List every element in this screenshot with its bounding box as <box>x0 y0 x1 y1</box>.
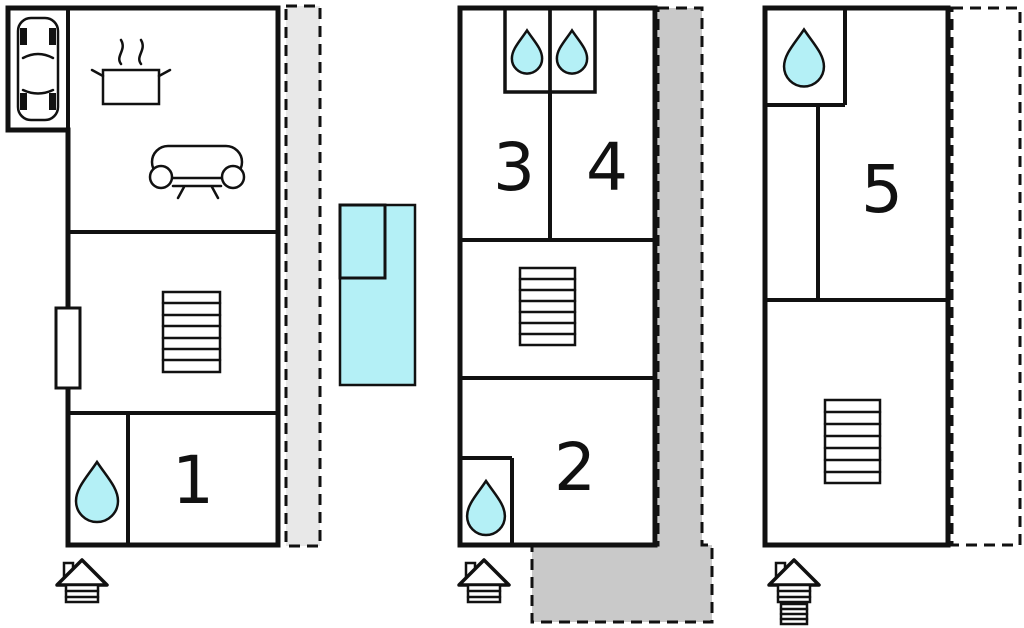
steps-icon <box>779 602 809 626</box>
shower-cabin <box>548 6 597 94</box>
room-label-1: 1 <box>172 442 214 519</box>
entrance-door <box>54 306 82 390</box>
room-label-5: 5 <box>861 151 903 228</box>
stove-pot-icon <box>90 38 172 106</box>
staircase-icon <box>161 290 222 374</box>
floor-plan-top: 5 <box>762 5 951 548</box>
house-entrance-icon <box>457 558 511 604</box>
house-entrance-icon <box>55 558 109 604</box>
house-entrance-icon <box>767 558 821 604</box>
room-label-2: 2 <box>554 429 596 506</box>
terrace-area-ground <box>284 4 322 548</box>
staircase-icon <box>518 266 577 347</box>
sofa-icon <box>148 144 246 200</box>
plunge-pool <box>338 203 417 387</box>
car-icon <box>16 16 60 122</box>
terrace-area-top <box>950 6 1022 547</box>
room-label-4: 4 <box>586 129 628 206</box>
floor-plan-ground: 1 <box>5 5 281 548</box>
room-label-3: 3 <box>493 129 535 206</box>
floor-plan-middle: 3 4 2 <box>457 5 658 548</box>
staircase-icon <box>823 398 882 485</box>
